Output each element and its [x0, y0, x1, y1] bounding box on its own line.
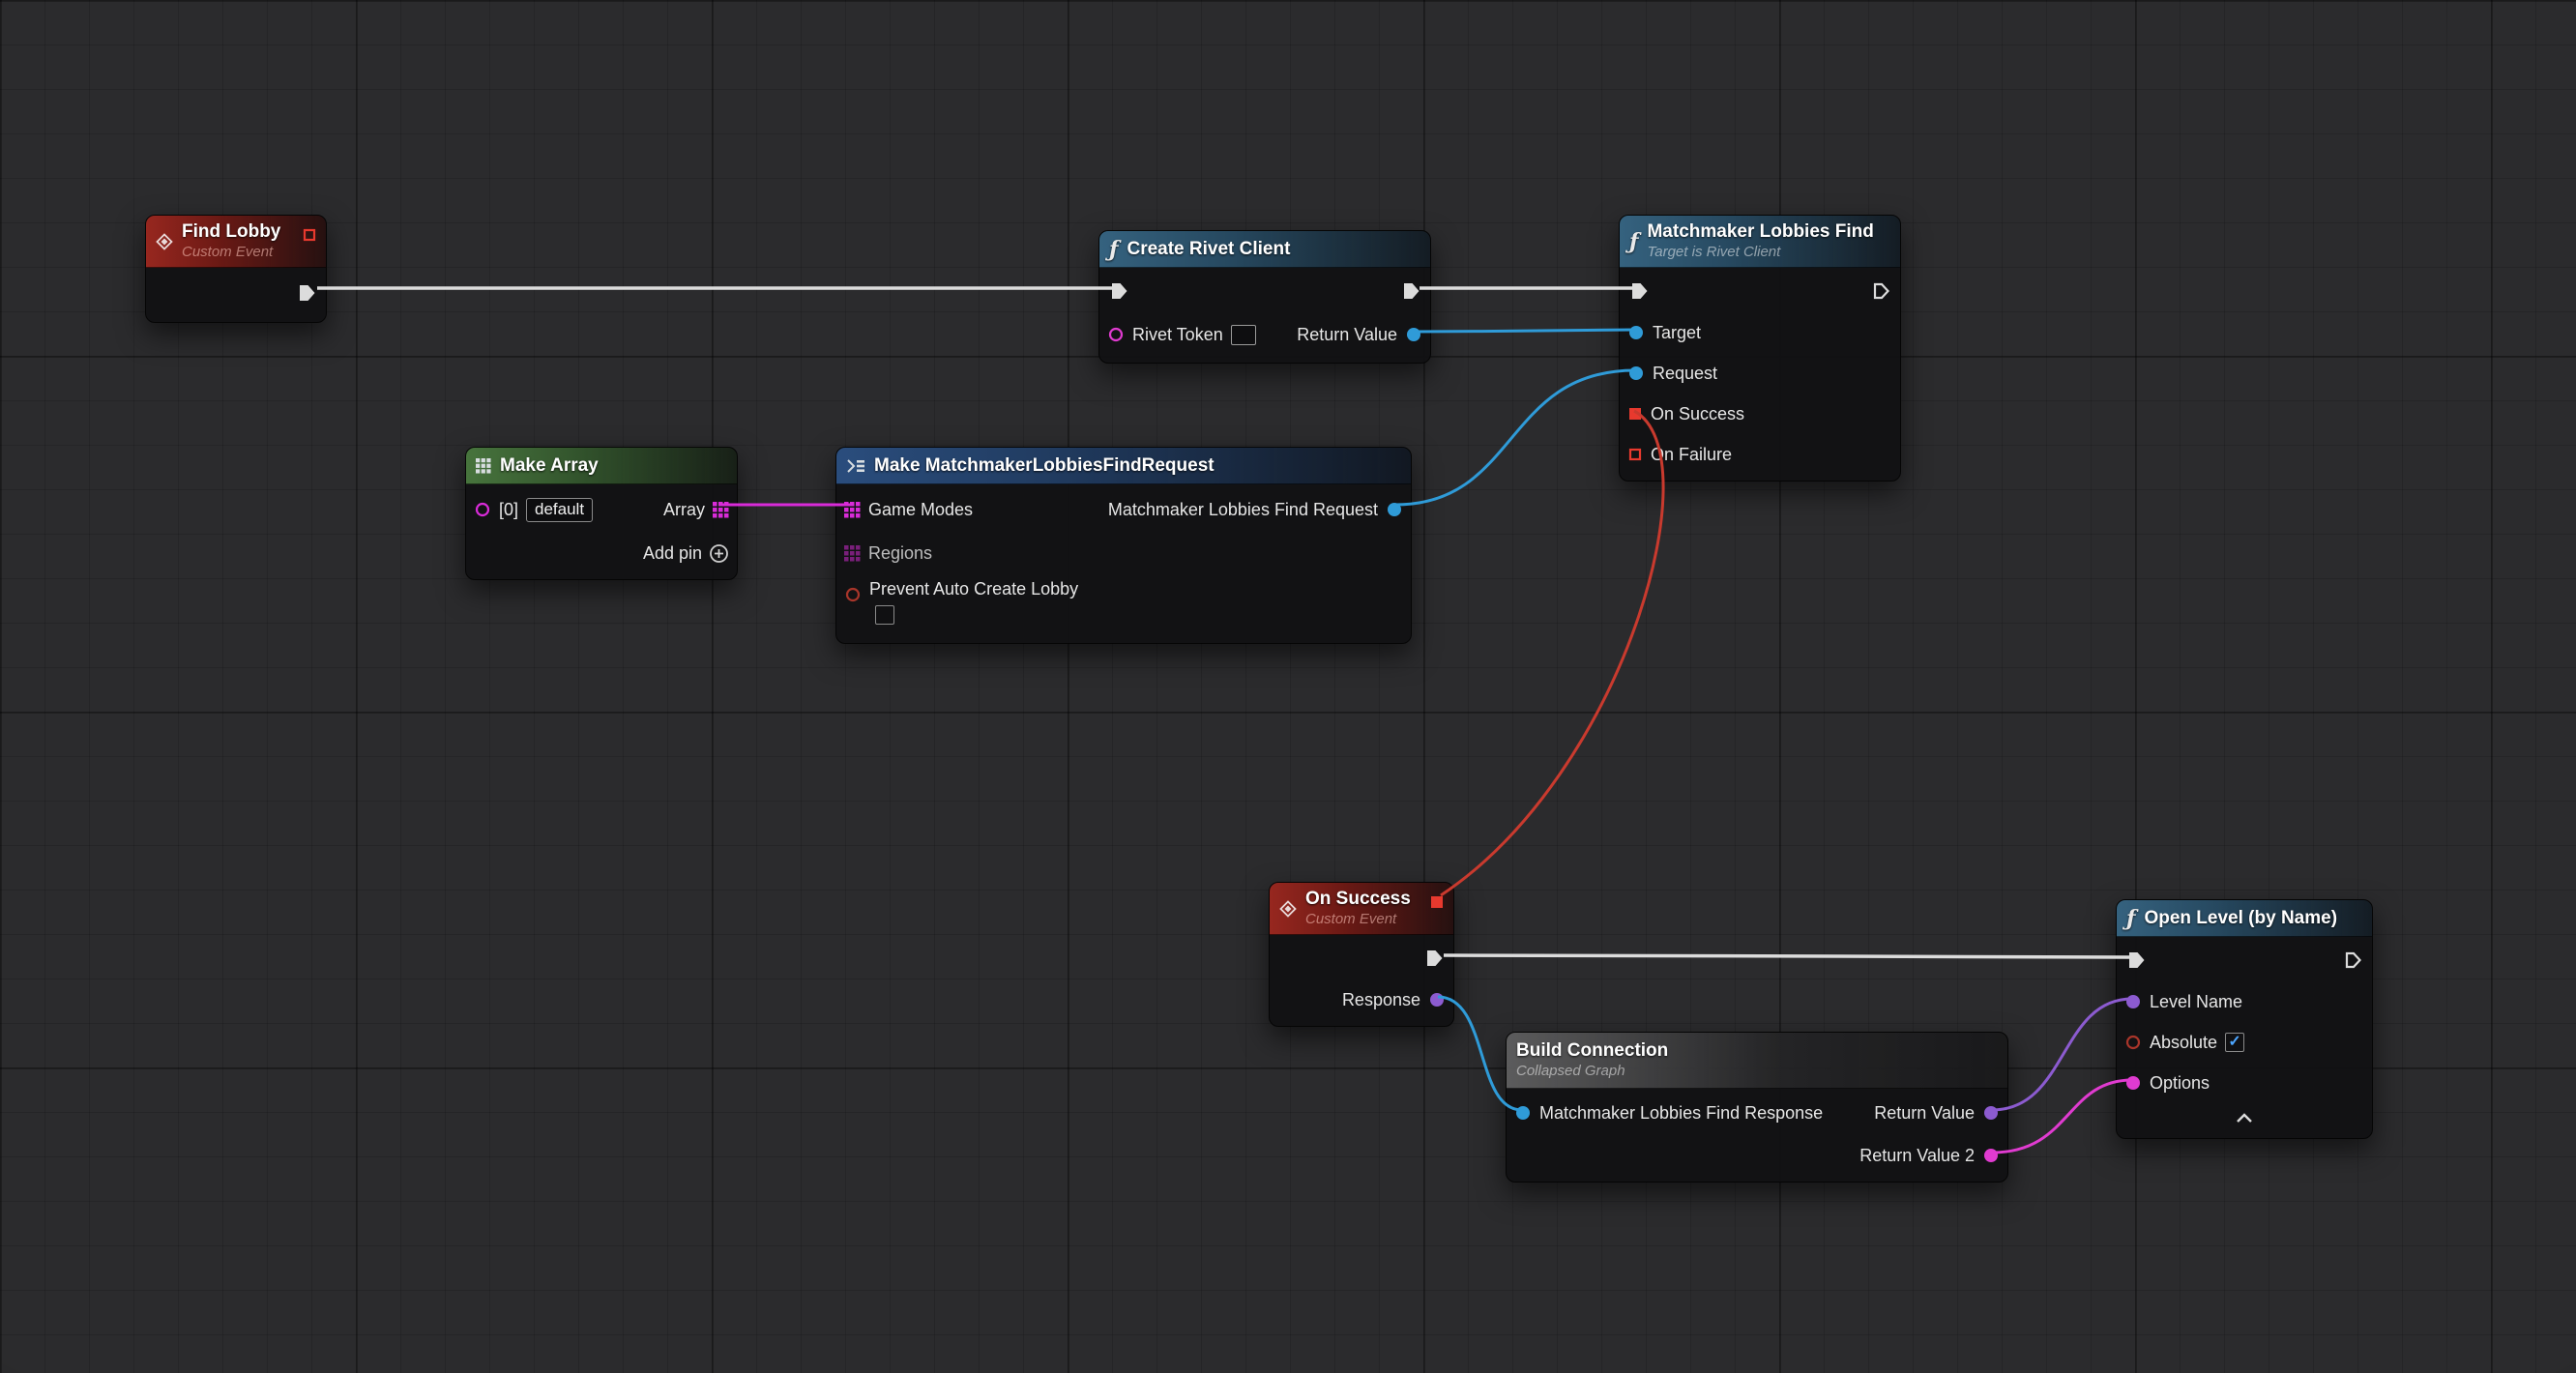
wire-return-value-2-to-options[interactable]: [1992, 1080, 2132, 1153]
wire-return-value-to-level-name[interactable]: [1992, 999, 2132, 1110]
wire-exec-on-success-to-open-level[interactable]: [1444, 955, 2129, 957]
wire-on-success-delegate[interactable]: [1441, 411, 1663, 895]
wire-response-to-build-connection[interactable]: [1438, 997, 1522, 1110]
wire-request-out-to-request[interactable]: [1395, 370, 1635, 505]
wire-return-value-to-target[interactable]: [1415, 330, 1635, 332]
